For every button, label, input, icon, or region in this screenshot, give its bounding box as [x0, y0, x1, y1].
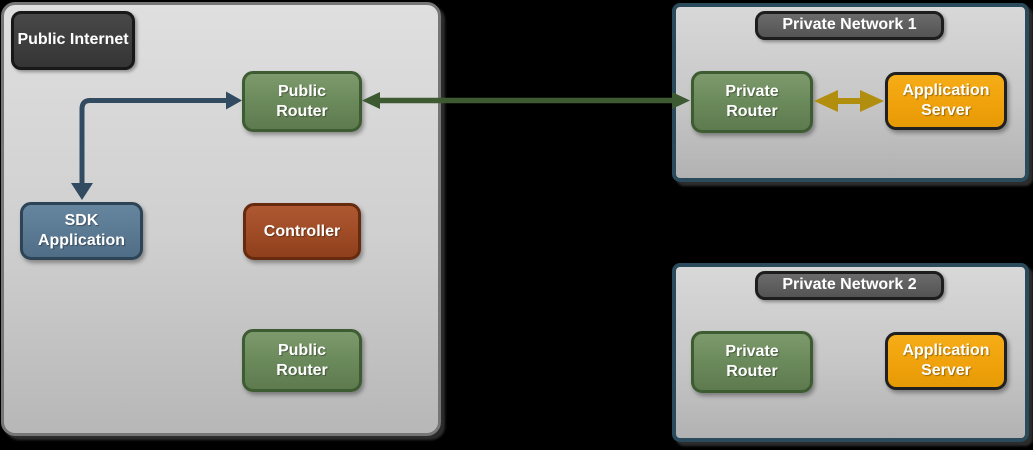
zone-label-private-network-1-text: Private Network 1 — [782, 16, 917, 34]
node-application-server-2: Application Server — [885, 332, 1007, 390]
node-controller: Controller — [243, 203, 361, 260]
node-sdk-application: SDK Application — [20, 202, 143, 260]
node-private-router-1: Private Router — [691, 71, 813, 133]
node-public-router-bottom-label: Public Router — [276, 341, 328, 379]
node-private-router-2: Private Router — [691, 331, 813, 393]
node-controller-label: Controller — [263, 222, 341, 240]
node-public-router-bottom: Public Router — [242, 329, 362, 392]
node-sdk-application-label: SDK Application — [37, 212, 126, 249]
zone-label-public-internet: Public Internet — [11, 11, 135, 70]
node-private-router-2-label: Private Router — [725, 343, 779, 380]
node-private-router-1-label: Private Router — [725, 83, 779, 120]
node-public-router-top: Public Router — [242, 71, 362, 132]
node-application-server-2-label: Application Server — [902, 342, 990, 379]
zone-private-network-2: Private Network 2 Private Router Applica… — [672, 263, 1029, 442]
zone-label-private-network-2: Private Network 2 — [755, 271, 944, 300]
node-application-server-1-label: Application Server — [902, 82, 990, 119]
node-application-server-1: Application Server — [885, 72, 1007, 130]
node-public-router-top-label: Public Router — [276, 82, 328, 120]
zone-label-private-network-2-text: Private Network 2 — [782, 276, 917, 294]
zone-public-internet: Public Internet Public Router SDK Applic… — [1, 2, 441, 436]
zone-label-private-network-1: Private Network 1 — [755, 11, 944, 40]
zone-private-network-1: Private Network 1 Private Router Applica… — [672, 3, 1029, 182]
zone-label-public-internet-text: Public Internet — [17, 31, 129, 49]
